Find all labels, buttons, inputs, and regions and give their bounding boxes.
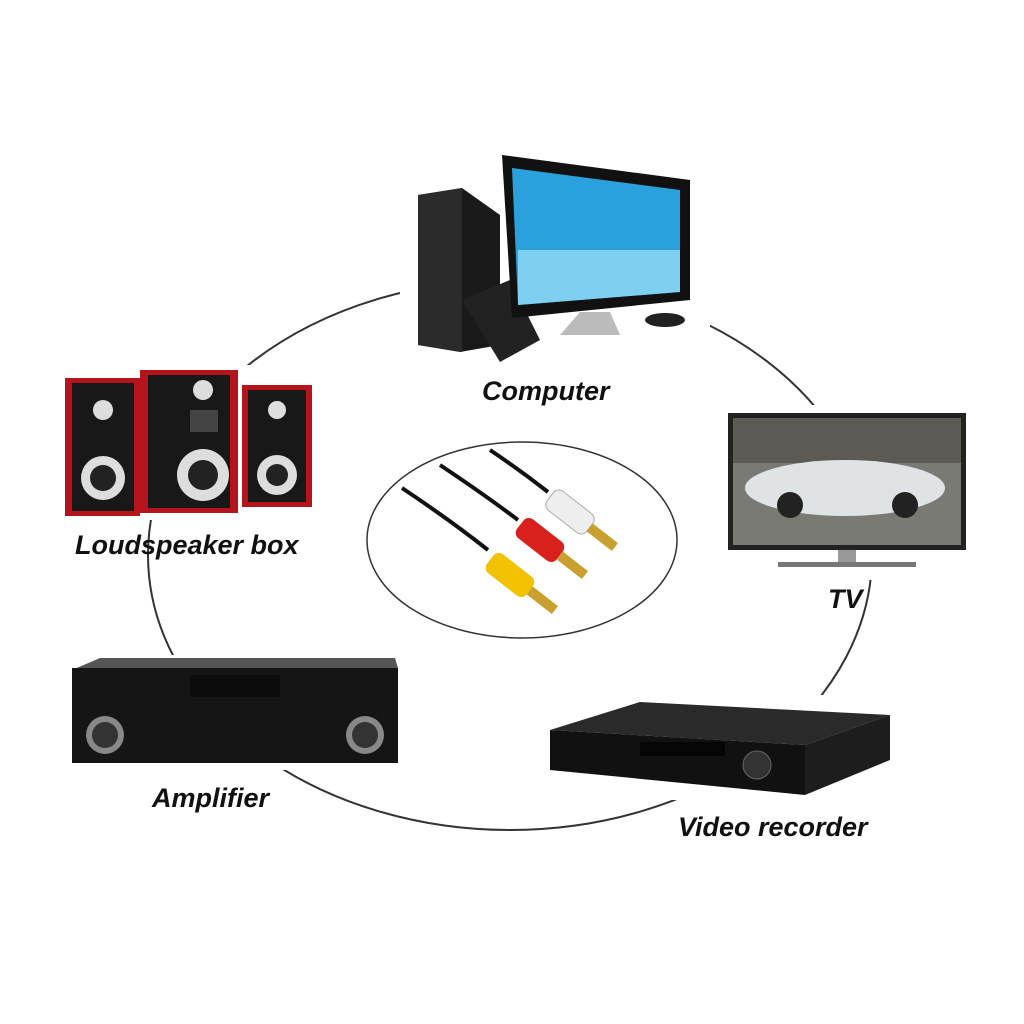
- loudspeaker-illustration: [55, 365, 320, 520]
- label-loudspeaker-box: Loudspeaker box: [75, 530, 299, 560]
- tv-illustration: [720, 405, 975, 580]
- label-amplifier: Amplifier: [152, 783, 270, 813]
- amplifier-illustration: [65, 655, 405, 770]
- rca-cable-illustration: [400, 448, 618, 615]
- computer-illustration: [400, 155, 710, 370]
- label-tv: TV: [828, 584, 863, 614]
- label-computer: Computer: [482, 376, 610, 406]
- video-recorder-illustration: [540, 695, 895, 800]
- label-video-recorder: Video recorder: [678, 812, 868, 842]
